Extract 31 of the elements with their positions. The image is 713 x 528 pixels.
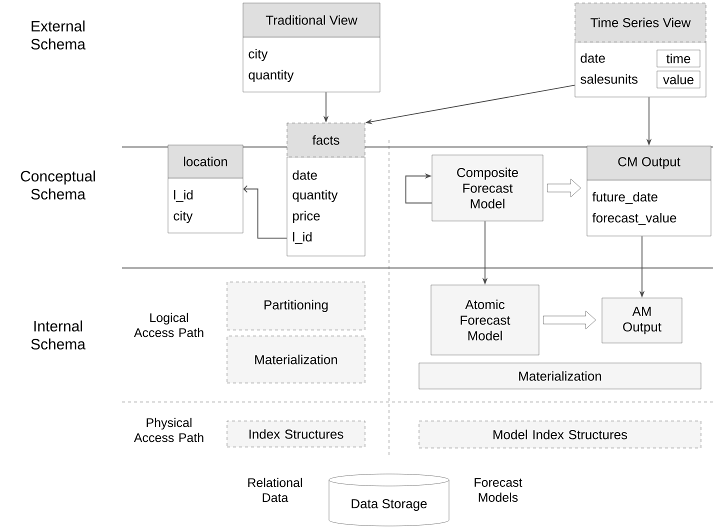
model-box: Composite Forecast Model <box>432 154 544 222</box>
access-path-box: Materialization <box>226 336 366 384</box>
access-path-box: Partitioning <box>226 282 366 330</box>
access-path-label: Logical Access Path <box>134 312 204 338</box>
arrow <box>243 185 288 239</box>
node-label: CM Output <box>618 157 680 169</box>
access-path-box: Index Structures <box>226 420 366 448</box>
block-arrow <box>543 310 596 330</box>
arrow <box>405 173 432 204</box>
view-table: Traditional View city quantity <box>242 2 380 92</box>
type-tag: value <box>656 70 700 88</box>
access-path-box: Materialization <box>418 362 702 390</box>
node-label: facts <box>312 135 340 145</box>
storage-label: Relational Data <box>248 478 302 502</box>
node-label: location <box>184 156 228 166</box>
storage-label: Forecast Models <box>474 478 522 502</box>
layer-label: Internal Schema <box>31 320 86 350</box>
block-arrow <box>547 178 581 198</box>
output-table: CM Output future_date forecast_value <box>586 146 712 236</box>
layer-label: External Schema <box>31 20 86 50</box>
node-label: Traditional View <box>266 15 358 25</box>
storage-cylinder: Data Storage <box>328 474 450 526</box>
layer-label: Conceptual Schema <box>20 170 95 200</box>
model-box: Atomic Forecast Model <box>430 284 540 356</box>
access-path-box: Model Index Structures <box>418 420 702 448</box>
entity-table: location l_id city <box>168 144 244 234</box>
entity-table: facts date quantity price l_id <box>286 122 366 256</box>
node-label: Time Series View <box>590 18 691 28</box>
type-tag: time <box>656 50 700 68</box>
output-box: AM Output <box>602 298 682 344</box>
access-path-label: Physical Access Path <box>134 418 204 442</box>
